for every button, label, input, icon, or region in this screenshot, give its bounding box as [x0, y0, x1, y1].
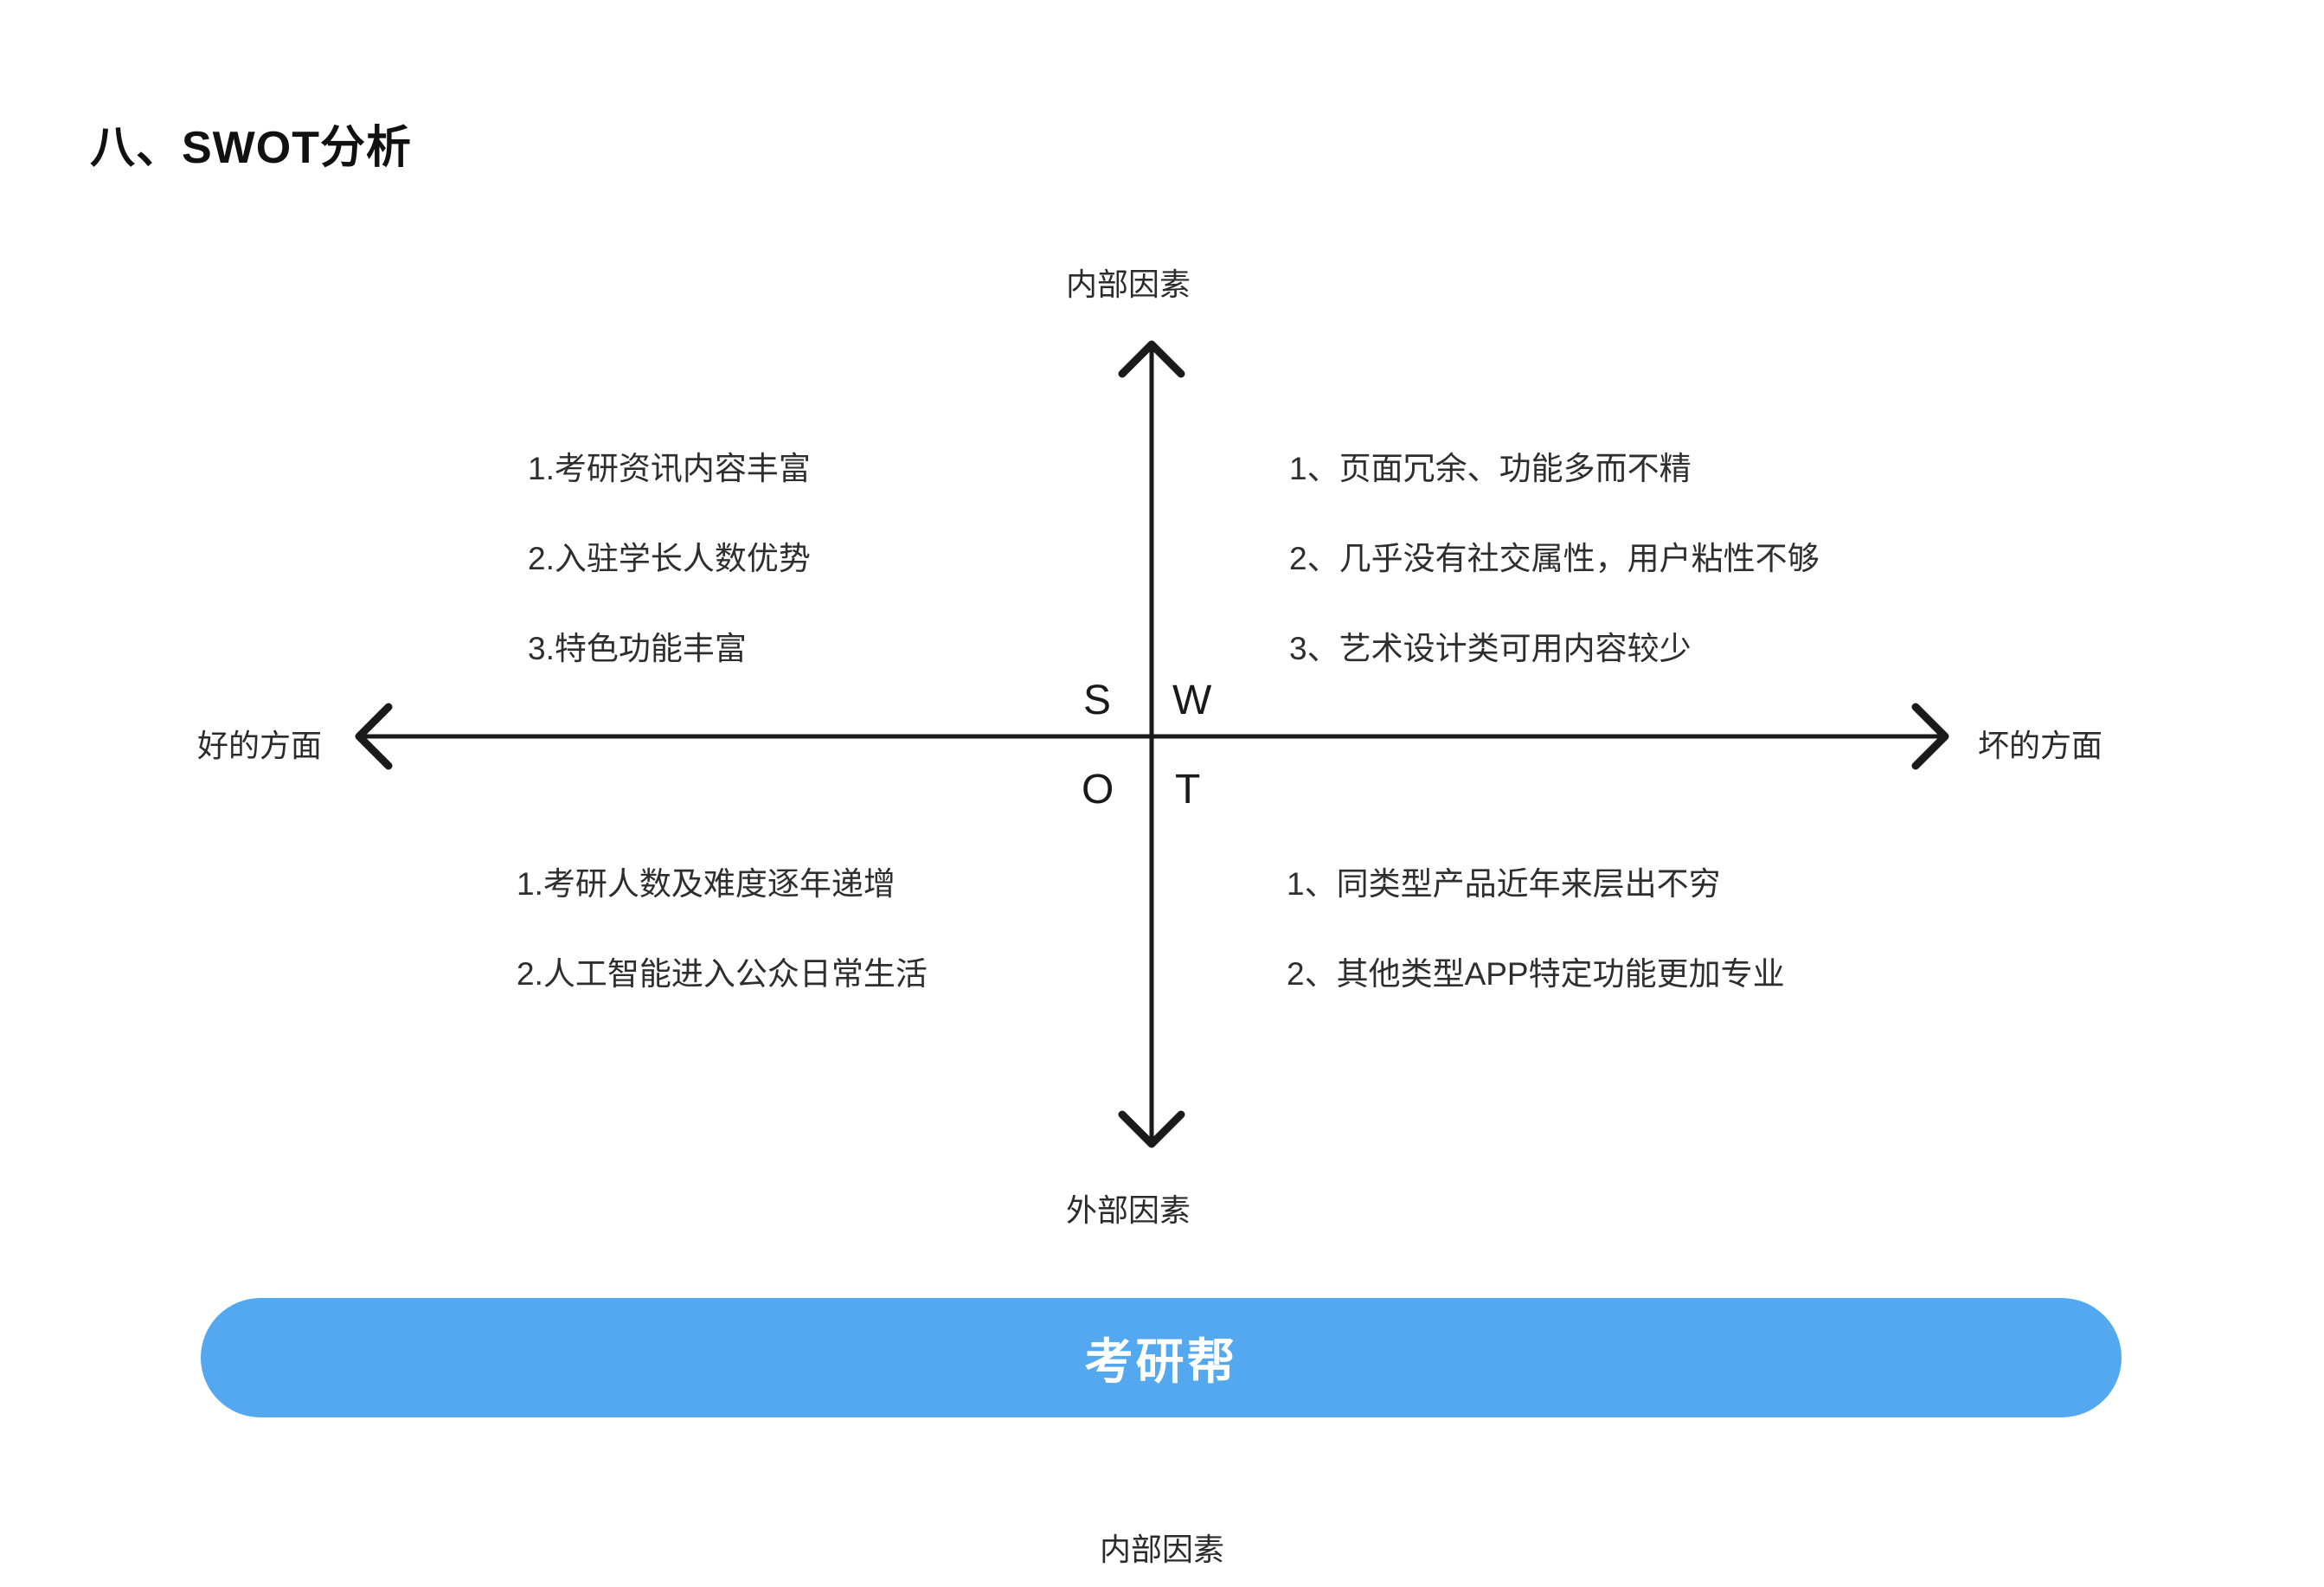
brand-banner-label: 考研帮	[1084, 1333, 1238, 1389]
swot-letter-s: S	[1083, 678, 1112, 723]
page-title: 八、SWOT分析	[90, 123, 412, 173]
swot-axes	[355, 340, 1949, 1148]
quadrant-weaknesses-item: 3、艺术设计类可用内容较少	[1289, 631, 1692, 666]
quadrant-weaknesses: 1、页面冗余、功能多而不精 2、几乎没有社交属性，用户粘性不够 3、艺术设计类可…	[1289, 453, 1820, 665]
quadrant-opportunities-item: 1.考研人数及难度逐年递增	[517, 866, 896, 902]
swot-letter-w: W	[1172, 678, 1212, 723]
axis-label-bad-right: 坏的方面	[1978, 728, 2103, 763]
quadrant-threats-item: 1、同类型产品近年来层出不穷	[1287, 866, 1721, 902]
quadrant-opportunities-item: 2.人工智能进入公众日常生活	[517, 956, 928, 992]
quadrant-strengths: 1.考研资讯内容丰富 2.入驻学长人数优势 3.特色功能丰富	[528, 453, 811, 665]
swot-letter-o: O	[1082, 767, 1114, 813]
axis-label-external-bottom: 外部因素	[1066, 1192, 1191, 1228]
quadrant-strengths-item: 1.考研资讯内容丰富	[528, 451, 811, 486]
quadrant-weaknesses-item: 2、几乎没有社交属性，用户粘性不够	[1289, 541, 1820, 576]
quadrant-weaknesses-item: 1、页面冗余、功能多而不精	[1289, 451, 1692, 486]
quadrant-opportunities: 1.考研人数及难度逐年递增 2.人工智能进入公众日常生活	[517, 868, 928, 990]
axis-label-good-left: 好的方面	[197, 728, 323, 763]
axis-arrow-right-icon	[1911, 703, 1949, 770]
brand-banner: 考研帮	[201, 1298, 2122, 1417]
quadrant-strengths-item: 2.入驻学长人数优势	[528, 541, 811, 576]
swot-letter-t: T	[1175, 767, 1201, 813]
swot-matrix-diagram: 内部因素 外部因素 好的方面 坏的方面 S W O T 1.考研资讯内容丰富 2…	[197, 267, 2103, 1228]
axis-arrow-left-icon	[355, 703, 393, 770]
axis-arrow-up-icon	[1118, 340, 1185, 378]
axis-label-internal-top: 内部因素	[1066, 267, 1191, 302]
axis-arrow-down-icon	[1118, 1110, 1185, 1148]
quadrant-threats: 1、同类型产品近年来层出不穷 2、其他类型APP特定功能更加专业	[1287, 868, 1785, 990]
quadrant-strengths-item: 3.特色功能丰富	[528, 631, 747, 666]
quadrant-threats-item: 2、其他类型APP特定功能更加专业	[1287, 956, 1785, 992]
footer-label: 内部因素	[1099, 1532, 1224, 1567]
